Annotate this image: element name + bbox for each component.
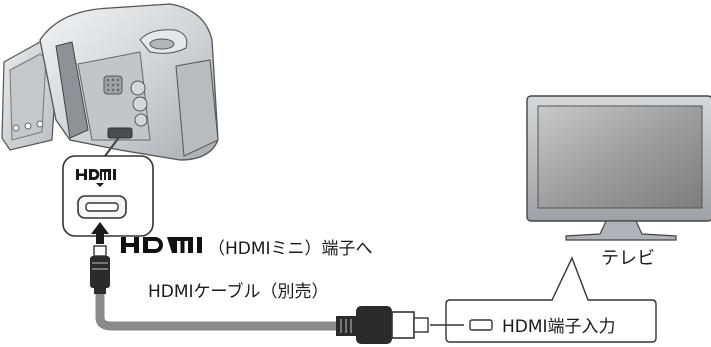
port-leader-line [104, 135, 121, 157]
hdmi-logo-small [76, 169, 116, 180]
tv-illustration [526, 95, 711, 241]
hdmi-standard-connector [336, 306, 429, 344]
camcorder-illustration [1, 3, 219, 161]
down-arrow-icon [96, 183, 104, 187]
hdmi-mini-port-label: （HDMIミニ）端子へ [208, 239, 373, 259]
hdmi-port-callout [62, 155, 154, 237]
hdmi-port-icon [469, 319, 493, 331]
hdmi-logo [121, 237, 202, 253]
tv-label: テレビ [601, 248, 655, 269]
hdmi-cable-label: HDMIケーブル（別売） [148, 282, 329, 302]
hdmi-input-callout [430, 256, 657, 343]
hdmi-mini-connector [90, 245, 110, 294]
hdmi-cable [95, 290, 336, 331]
insert-arrow-icon [91, 222, 109, 244]
hdmi-input-label: HDMI端子入力 [502, 317, 616, 337]
